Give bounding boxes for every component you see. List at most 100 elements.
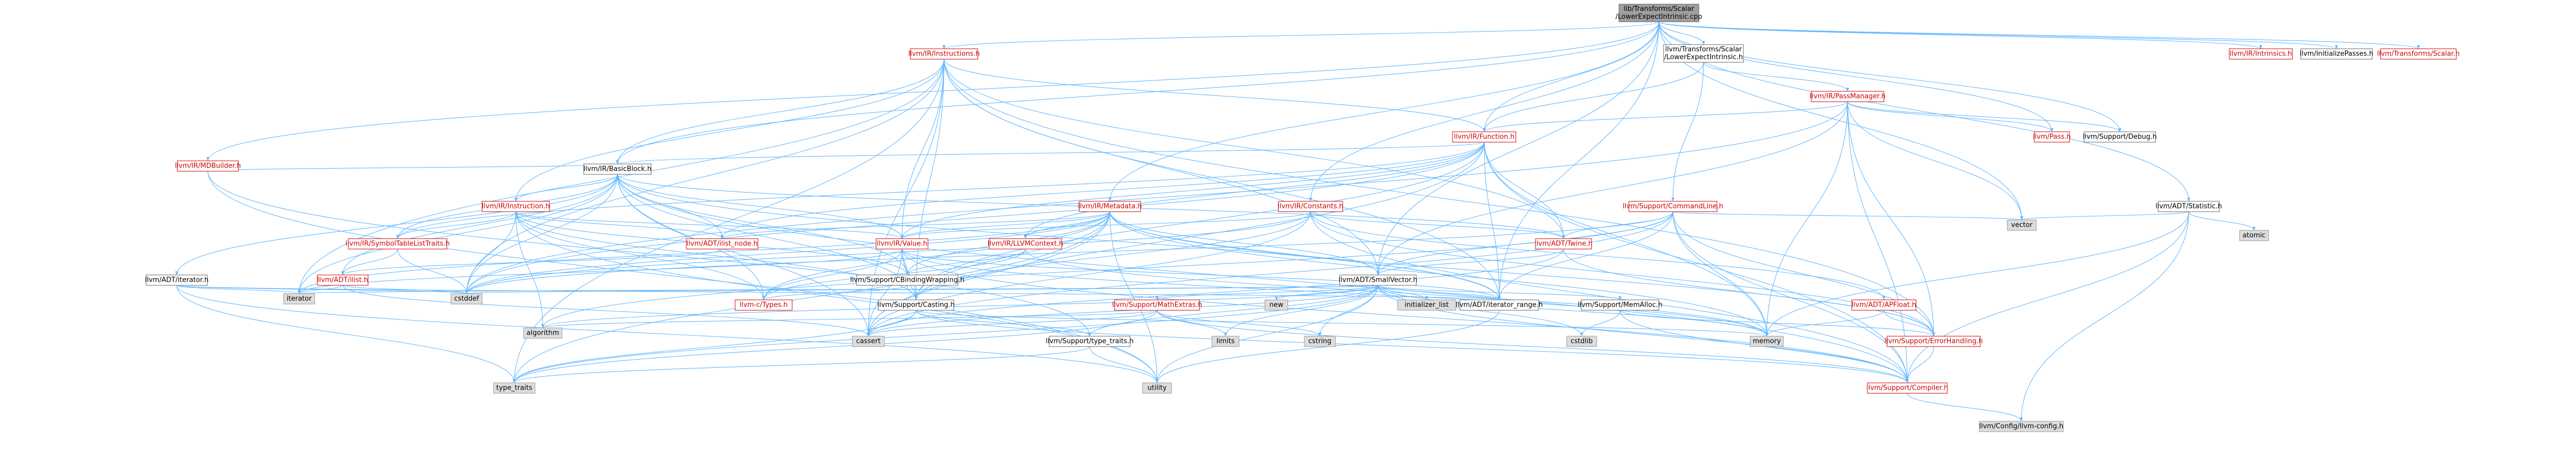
node-label: llvm/ADT/SmallVector.h bbox=[1339, 277, 1417, 284]
edge-adt_twine-to-cassert bbox=[867, 249, 1564, 337]
node-box bbox=[1535, 238, 1592, 250]
node-transforms-scalar[interactable]: llvm/Transforms/Scalar.h bbox=[2377, 48, 2460, 60]
edge-support_mathextras-to-cassert bbox=[867, 310, 1158, 337]
edge-ir_basicblock-to-cassert bbox=[617, 174, 870, 337]
edge-transforms_lower-to-ir_function bbox=[1482, 62, 1704, 132]
node-box bbox=[1867, 382, 1948, 394]
node-adt-smallvector[interactable]: llvm/ADT/SmallVector.h bbox=[1339, 274, 1417, 286]
node-box bbox=[1581, 299, 1659, 311]
node-llvm-c-types[interactable]: llvm-c/Types.h bbox=[735, 299, 793, 311]
node-config-llvm-config: llvm/Config/llvm-config.h bbox=[1979, 421, 2064, 432]
node-support-casting[interactable]: llvm/Support/Casting.h bbox=[877, 299, 955, 311]
edge-support_casting-to-support_type_traits bbox=[916, 310, 1091, 337]
node-support-debug[interactable]: llvm/Support/Debug.h bbox=[2083, 131, 2157, 143]
node-support-errorhandling[interactable]: llvm/Support/ErrorHandling.h bbox=[1884, 336, 1983, 347]
node-box bbox=[2007, 219, 2037, 231]
edge-ir_instructions-to-adt_iterator_range bbox=[944, 59, 1501, 300]
edge-ir_function-to-ir_value bbox=[900, 142, 1485, 239]
edge-ir_metadata-to-memory bbox=[1109, 211, 1769, 337]
node-box bbox=[283, 293, 315, 305]
node-support-mathextras[interactable]: llvm/Support/MathExtras.h bbox=[1112, 299, 1202, 311]
edge-ir_constants-to-adt_apfloat bbox=[1310, 211, 1885, 300]
edge-ir_value-to-support_casting bbox=[902, 249, 918, 300]
edge-ir_function-to-ir_symboltable bbox=[396, 142, 1485, 239]
node-ir-mdbuilder[interactable]: llvm/IR/MDBuilder.h bbox=[175, 160, 241, 172]
edge-ir_passmanager-to-support_compiler bbox=[1847, 101, 1909, 383]
edge-adt_smallvector-to-cstdlib bbox=[1377, 285, 1584, 337]
node-support-cbinding[interactable]: llvm/Support/CBindingWrapping.h bbox=[850, 274, 965, 286]
edge-adt_smallvector-to-adt_iterator_range bbox=[1377, 285, 1501, 300]
node-label: llvm/ADT/Statistic.h bbox=[2156, 203, 2222, 211]
node-box bbox=[1618, 4, 1699, 22]
node-box bbox=[1142, 382, 1172, 394]
node-label: lib/Transforms/Scalar bbox=[1624, 5, 1695, 13]
node-ir-instructions[interactable]: llvm/IR/Instructions.h bbox=[908, 48, 980, 60]
node-box bbox=[2034, 131, 2070, 143]
edge-support_type_traits-to-type_traits bbox=[513, 346, 1090, 383]
node-support-commandline[interactable]: llvm/Support/CommandLine.h bbox=[1623, 201, 1723, 212]
edge-adt_smallvector-to-cstddef bbox=[466, 285, 1378, 294]
edge-layer bbox=[175, 21, 2420, 422]
node-adt-apfloat[interactable]: llvm/ADT/APFloat.h bbox=[1851, 299, 1917, 311]
node-adt-iterator-range[interactable]: llvm/ADT/iterator_range.h bbox=[1456, 299, 1543, 311]
node-ir-symboltable[interactable]: llvm/IR/SymbolTableListTraits.h bbox=[345, 238, 450, 250]
node-ir-llvmcontext[interactable]: llvm/IR/LLVMContext.h bbox=[988, 238, 1063, 250]
node-pass-h[interactable]: llvm/Pass.h bbox=[2033, 131, 2071, 143]
node-label: llvm/Pass.h bbox=[2033, 133, 2071, 141]
node-label: llvm/IR/Constants.h bbox=[1278, 203, 1344, 211]
node-label: llvm/Support/MathExtras.h bbox=[1112, 301, 1202, 309]
edge-ir_instructions-to-iterator bbox=[297, 59, 945, 294]
node-ir-value[interactable]: llvm/IR/Value.h bbox=[876, 238, 928, 250]
edge-root-to-transforms_scalar bbox=[1658, 21, 2420, 49]
edge-support_errorhandling-to-support_compiler bbox=[1905, 346, 1934, 383]
edge-root-to-ir_metadata bbox=[1108, 21, 1659, 202]
edge-adt_smallvector-to-memory bbox=[1377, 285, 1768, 337]
node-label: atomic bbox=[2243, 232, 2265, 240]
node-init-passes[interactable]: llvm/InitializePasses.h bbox=[2300, 48, 2373, 60]
edge-ir_metadata-to-adt_smallvector bbox=[1109, 211, 1380, 275]
edge-ir_instructions-to-type_traits bbox=[512, 59, 945, 383]
edge-ir_value-to-support_compiler bbox=[902, 249, 1909, 383]
node-box bbox=[2229, 48, 2293, 60]
node-label: llvm/ADT/iterator.h bbox=[145, 277, 209, 284]
node-adt-statistic[interactable]: llvm/ADT/Statistic.h bbox=[2156, 201, 2222, 212]
node-label: llvm/Support/CommandLine.h bbox=[1623, 203, 1723, 211]
edge-support_mathextras-to-cstring bbox=[1157, 310, 1321, 337]
edge-adt_smallvector-to-initializer_list bbox=[1377, 285, 1429, 300]
node-support-compiler[interactable]: llvm/Support/Compiler.h bbox=[1866, 382, 1948, 394]
node-label: llvm/ADT/Twine.h bbox=[1535, 240, 1593, 248]
node-label: limits bbox=[1216, 338, 1235, 346]
node-ir-passmanager[interactable]: llvm/IR/PassManager.h bbox=[1810, 91, 1885, 102]
edge-ir_function-to-support_casting bbox=[914, 142, 1485, 300]
node-ir-basicblock[interactable]: llvm/IR/BasicBlock.h bbox=[583, 163, 652, 175]
edge-ir_llvmcontext-to-llvm_c_types bbox=[762, 249, 1026, 300]
edge-ir_constants-to-adt_twine bbox=[1310, 211, 1565, 239]
node-box bbox=[1049, 336, 1131, 347]
node-adt-iterator[interactable]: llvm/ADT/iterator.h bbox=[145, 274, 209, 286]
node-ir-intrinsics[interactable]: llvm/IR/Intrinsics.h bbox=[2229, 48, 2293, 60]
edge-adt_smallvector-to-limits bbox=[1223, 285, 1378, 337]
node-label: llvm/IR/LLVMContext.h bbox=[988, 240, 1063, 248]
edge-adt_smallvector-to-iterator bbox=[298, 285, 1378, 294]
node-transforms-lower[interactable]: llvm/Transforms/Scalar/LowerExpectIntrin… bbox=[1663, 44, 1744, 63]
edge-ir_instructions-to-support_casting bbox=[914, 59, 945, 300]
edge-root-to-ir_intrinsics bbox=[1658, 21, 2262, 49]
node-ir-instruction[interactable]: llvm/IR/Instruction.h bbox=[482, 201, 550, 212]
node-adt-ilist-node[interactable]: llvm/ADT/ilist_node.h bbox=[686, 238, 758, 250]
edge-adt_statistic-to-atomic bbox=[2188, 211, 2256, 231]
edge-ir_metadata-to-utility bbox=[1109, 211, 1159, 383]
edge-ir_function-to-ir_llvmcontext bbox=[1023, 142, 1485, 239]
node-ir-metadata[interactable]: llvm/IR/Metadata.h bbox=[1078, 201, 1142, 212]
node-limits: limits bbox=[1212, 336, 1240, 347]
node-support-memalloc[interactable]: llvm/Support/MemAlloc.h bbox=[1578, 299, 1663, 311]
node-ir-constants[interactable]: llvm/IR/Constants.h bbox=[1278, 201, 1344, 212]
node-adt-ilist[interactable]: llvm/ADT/ilist.h bbox=[317, 274, 369, 286]
node-adt-twine[interactable]: llvm/ADT/Twine.h bbox=[1535, 238, 1593, 250]
edge-adt_iterator-to-type_traits bbox=[176, 285, 516, 383]
node-ir-function[interactable]: llvm/IR/Function.h bbox=[1452, 131, 1516, 143]
edge-support_casting-to-memory bbox=[916, 310, 1768, 337]
node-root[interactable]: lib/Transforms/Scalar/LowerExpectIntrins… bbox=[1615, 4, 1702, 22]
node-label: llvm/Support/CBindingWrapping.h bbox=[850, 277, 965, 284]
node-label: cassert bbox=[856, 338, 880, 346]
node-support-type-traits[interactable]: llvm/Support/type_traits.h bbox=[1046, 336, 1134, 347]
